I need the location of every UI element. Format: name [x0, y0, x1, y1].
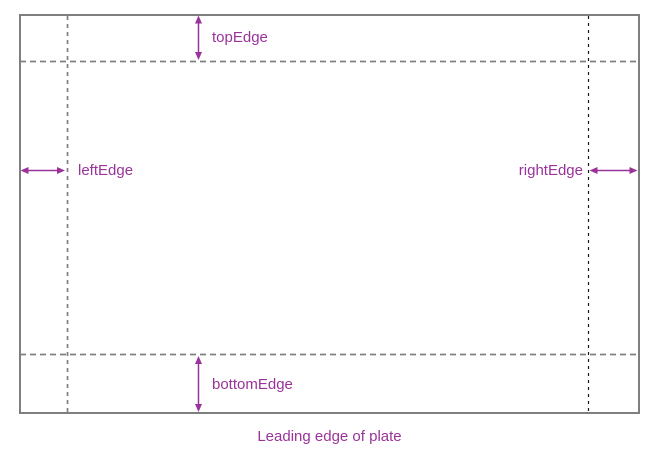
- top-edge-label: topEdge: [212, 29, 268, 46]
- bottom-edge-arrow: [195, 356, 202, 412]
- left-edge-label: leftEdge: [78, 162, 134, 179]
- top-edge-arrow: [195, 15, 202, 60]
- right-edge-label: rightEdge: [518, 162, 583, 179]
- caption-leading-edge-of-plate: Leading edge of plate: [257, 428, 402, 445]
- right-edge-arrow: [589, 167, 638, 174]
- plate-outline: [19, 14, 640, 414]
- left-edge-arrow: [20, 167, 65, 174]
- bottom-edge-label: bottomEdge: [212, 376, 293, 393]
